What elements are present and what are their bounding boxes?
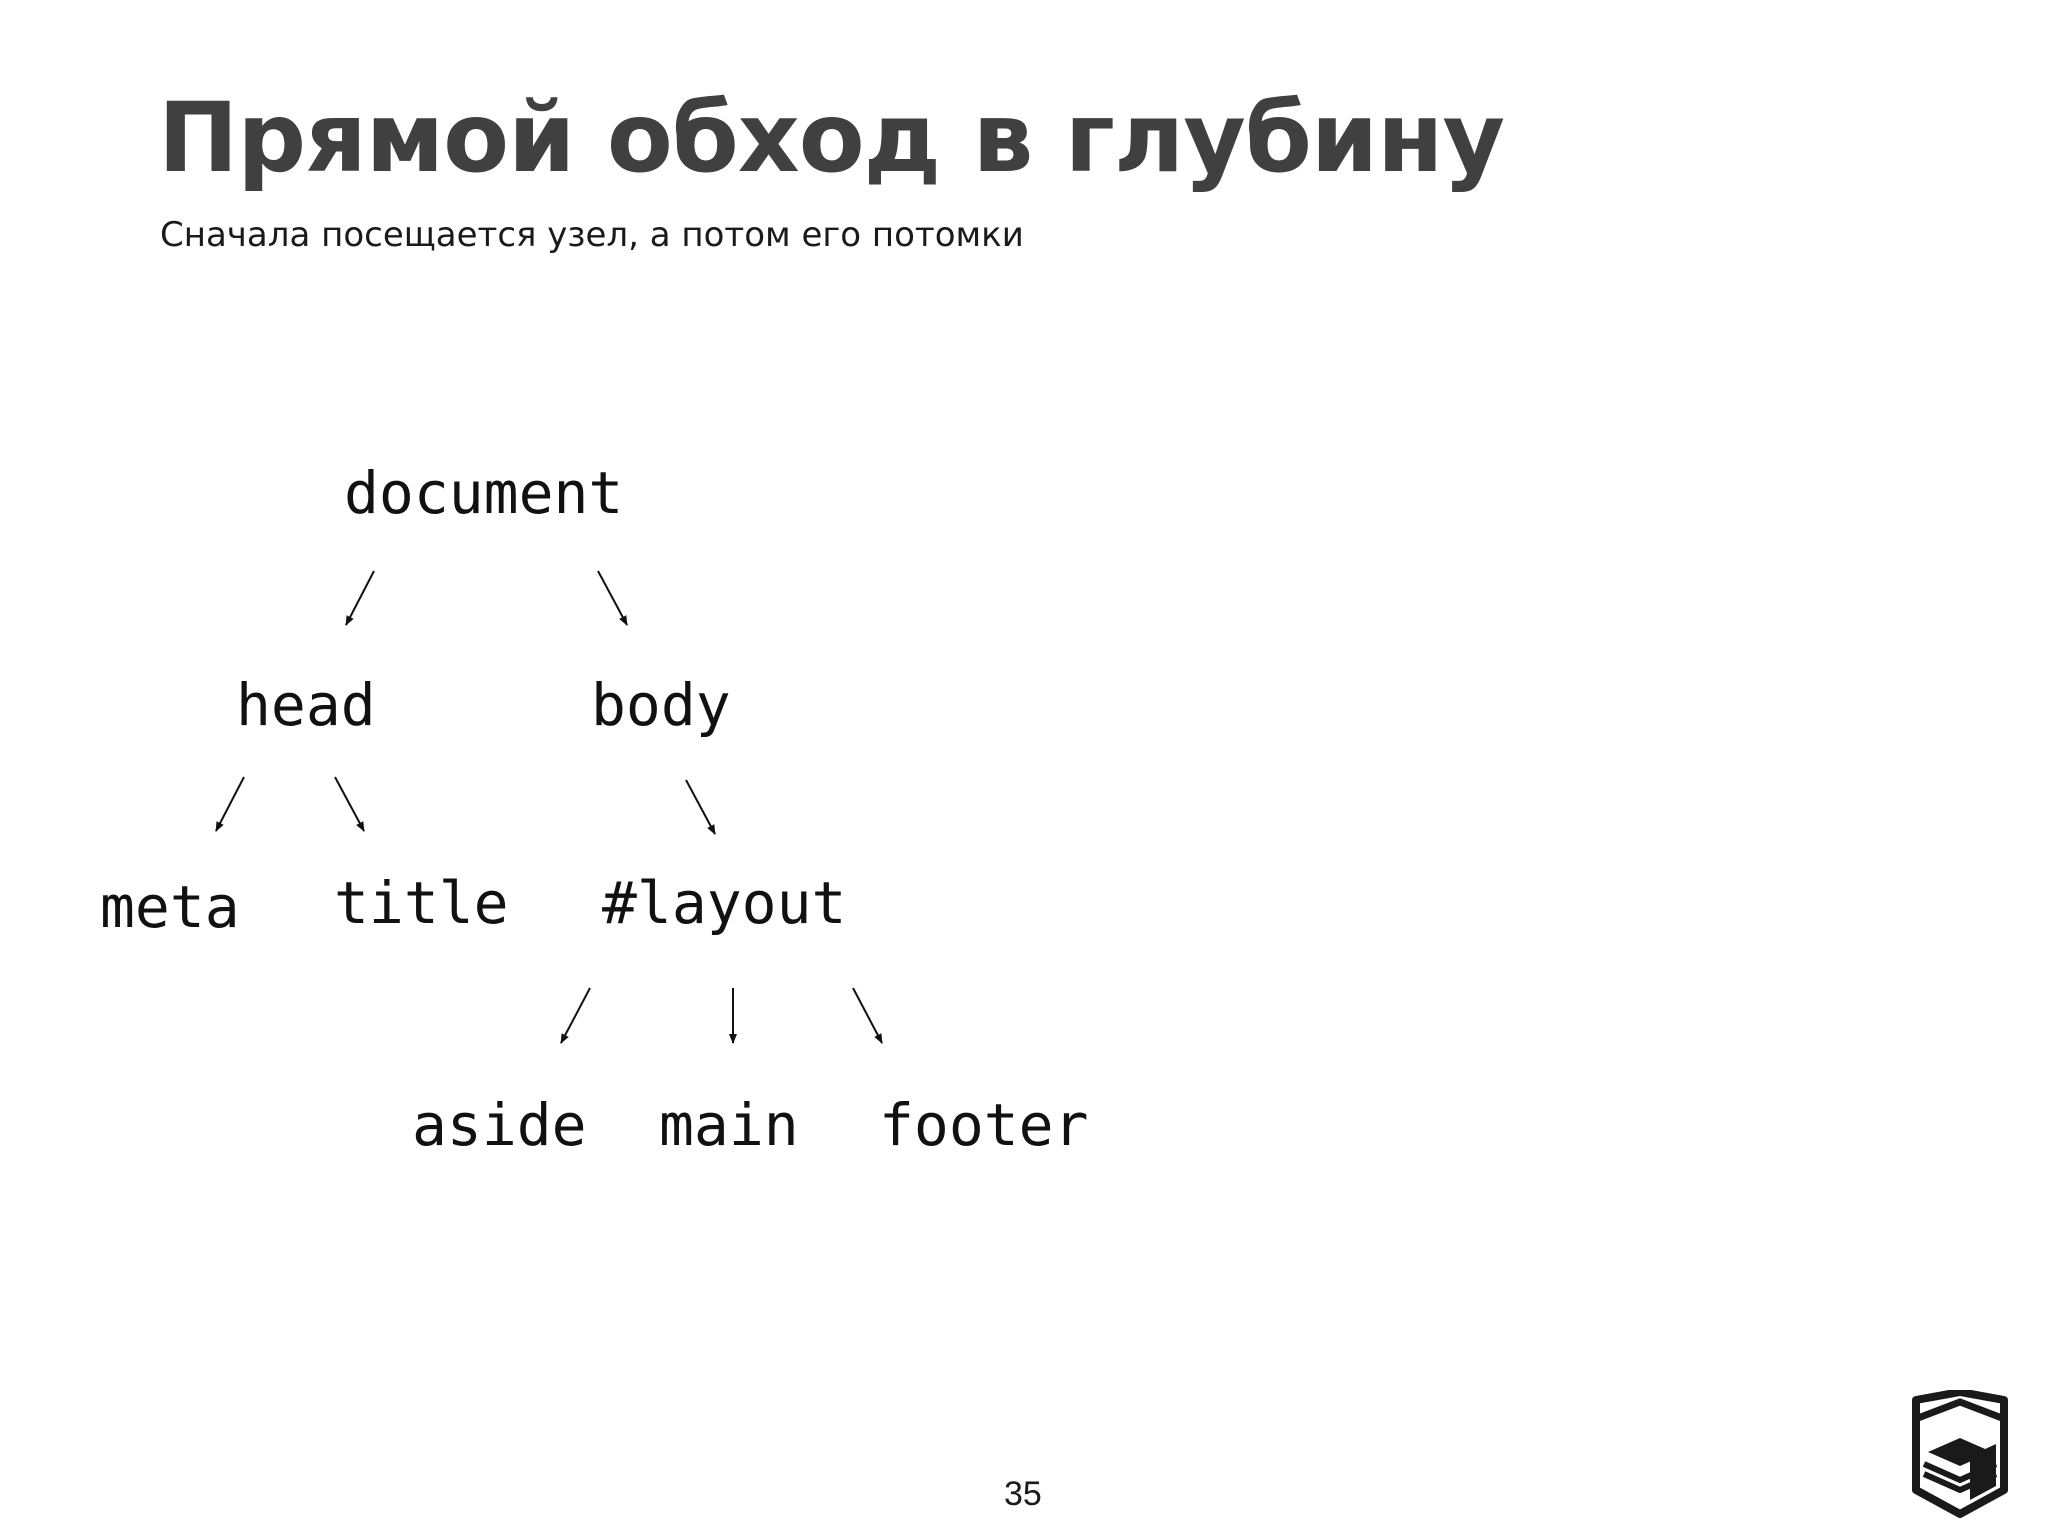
edge-document-head [345, 570, 375, 626]
edge-layout-footer [852, 987, 883, 1044]
node-main: main [659, 1091, 799, 1159]
slide-title: Прямой обход в глубину [158, 82, 1505, 194]
node-footer: footer [879, 1091, 1089, 1159]
node-head: head [236, 671, 376, 739]
stacked-cubes-logo-icon [1910, 1388, 2010, 1523]
edge-layout-aside [560, 987, 591, 1044]
node-meta: meta [100, 873, 240, 941]
edge-head-title [334, 776, 365, 832]
edge-head-meta [215, 776, 245, 832]
node-document: document [344, 459, 624, 527]
page-number: 35 [1004, 1475, 1042, 1513]
node-body: body [591, 671, 731, 739]
slide-subtitle: Сначала посещается узел, а потом его пот… [160, 215, 1024, 255]
node-title: title [334, 869, 509, 937]
node-aside: aside [412, 1091, 587, 1159]
edge-document-body [597, 570, 628, 626]
edge-body-layout [685, 779, 716, 835]
node-layout: #layout [602, 869, 847, 937]
